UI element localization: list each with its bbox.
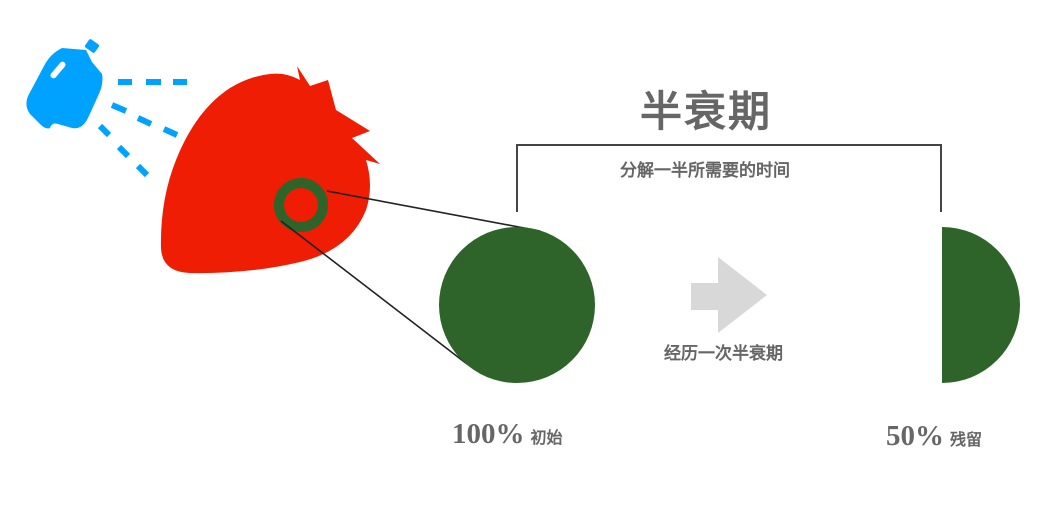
initial-note: 初始 bbox=[530, 428, 563, 447]
remaining-residue-half-circle bbox=[942, 227, 1020, 383]
initial-residue-circle bbox=[439, 227, 595, 383]
initial-percent: 100% bbox=[452, 418, 525, 450]
right-arrow-icon bbox=[691, 257, 767, 333]
half-life-bracket bbox=[516, 144, 942, 212]
residue-ring-icon bbox=[274, 178, 328, 232]
zoom-lines bbox=[280, 190, 541, 365]
spray-bottle-icon bbox=[26, 39, 103, 129]
remaining-label: 50% 残留 bbox=[886, 420, 982, 453]
initial-label: 100% 初始 bbox=[452, 418, 563, 451]
spray-dashes bbox=[97, 79, 187, 178]
remaining-note: 残留 bbox=[950, 430, 983, 449]
remaining-percent: 50% bbox=[886, 420, 944, 452]
bracket-caption: 分解一半所需要的时间 bbox=[620, 161, 790, 181]
strawberry-icon bbox=[160, 66, 380, 274]
diagram-title: 半衰期 bbox=[640, 87, 773, 136]
transition-label: 经历一次半衰期 bbox=[664, 344, 783, 364]
